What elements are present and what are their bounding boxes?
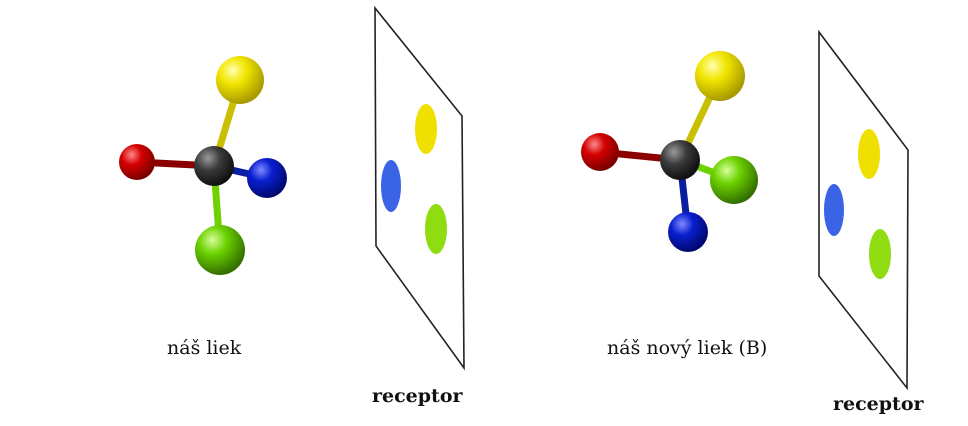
receptor-b-label: receptor xyxy=(833,393,924,415)
site-green xyxy=(869,229,891,279)
site-blue xyxy=(824,184,844,236)
site-yellow xyxy=(858,129,880,179)
site-green xyxy=(425,204,447,254)
molecule-drug-b xyxy=(581,51,758,252)
atom-blue xyxy=(247,158,287,198)
atom-yellow xyxy=(216,56,264,104)
atom-carbon xyxy=(194,146,234,186)
molecule-drug-a xyxy=(119,56,287,275)
atom-yellow xyxy=(695,51,745,101)
atom-carbon xyxy=(660,140,700,180)
receptor-plane xyxy=(818,29,909,391)
site-blue xyxy=(381,160,401,212)
receptor-a-label: receptor xyxy=(372,385,463,407)
atom-green xyxy=(195,225,245,275)
drug-a-label: náš liek xyxy=(167,337,242,359)
receptor-b xyxy=(818,29,909,391)
atom-red xyxy=(119,144,155,180)
receptor-plane xyxy=(374,5,465,371)
receptor-a xyxy=(374,5,465,371)
atom-green xyxy=(710,156,758,204)
atom-red xyxy=(581,133,619,171)
site-yellow xyxy=(415,104,437,154)
atom-blue xyxy=(668,212,708,252)
drug-b-label: náš nový liek (B) xyxy=(607,337,768,359)
